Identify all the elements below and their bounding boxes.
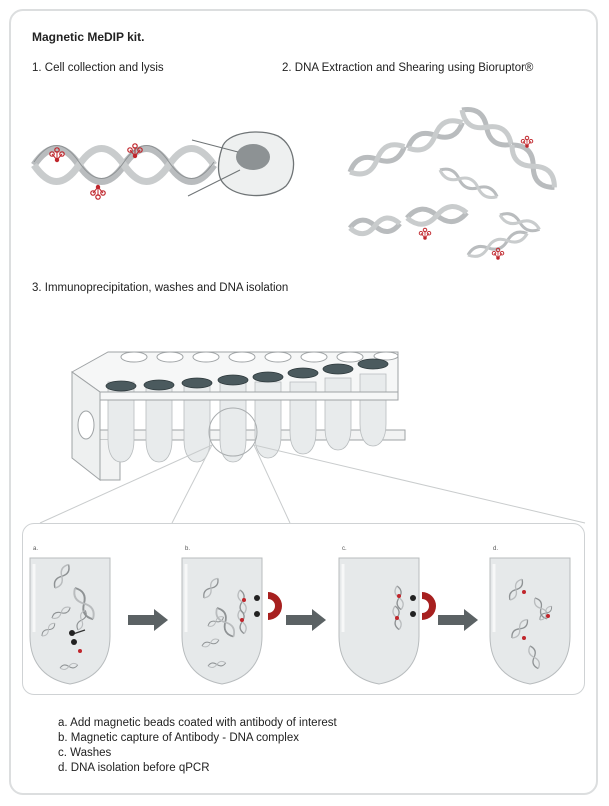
tube-label-a: a.: [33, 546, 39, 552]
step-3-label: 3. Immunoprecipitation, washes and DNA i…: [32, 282, 289, 294]
figure-title: Magnetic MeDIP kit.: [32, 30, 145, 44]
legend-item-d: d. DNA isolation before qPCR: [58, 762, 210, 774]
tube-d: [488, 556, 572, 686]
dna-fragments: [347, 106, 557, 258]
figure-frame: [9, 9, 598, 795]
step-1-label: 1. Cell collection and lysis: [32, 62, 164, 74]
tube-a: [28, 556, 112, 686]
tube-c: [337, 556, 436, 686]
tube-rack: [39, 351, 586, 524]
process-panel: [22, 523, 585, 695]
dna-helix: [31, 145, 217, 185]
tube-label-d: d.: [493, 546, 499, 552]
tube-b: [180, 556, 282, 686]
cell: [187, 131, 295, 197]
methyl-group-3: [90, 184, 106, 200]
tube-label-b: b.: [185, 546, 191, 552]
tube-label-c: c.: [342, 546, 347, 552]
legend: a. Add magnetic beads coated with antibo…: [58, 716, 337, 776]
legend-item-c: c. Washes: [58, 747, 112, 759]
legend-item-b: b. Magnetic capture of Antibody - DNA co…: [58, 732, 299, 744]
step-2-label: 2. DNA Extraction and Shearing using Bio…: [282, 62, 534, 74]
legend-item-a: a. Add magnetic beads coated with antibo…: [58, 717, 337, 729]
